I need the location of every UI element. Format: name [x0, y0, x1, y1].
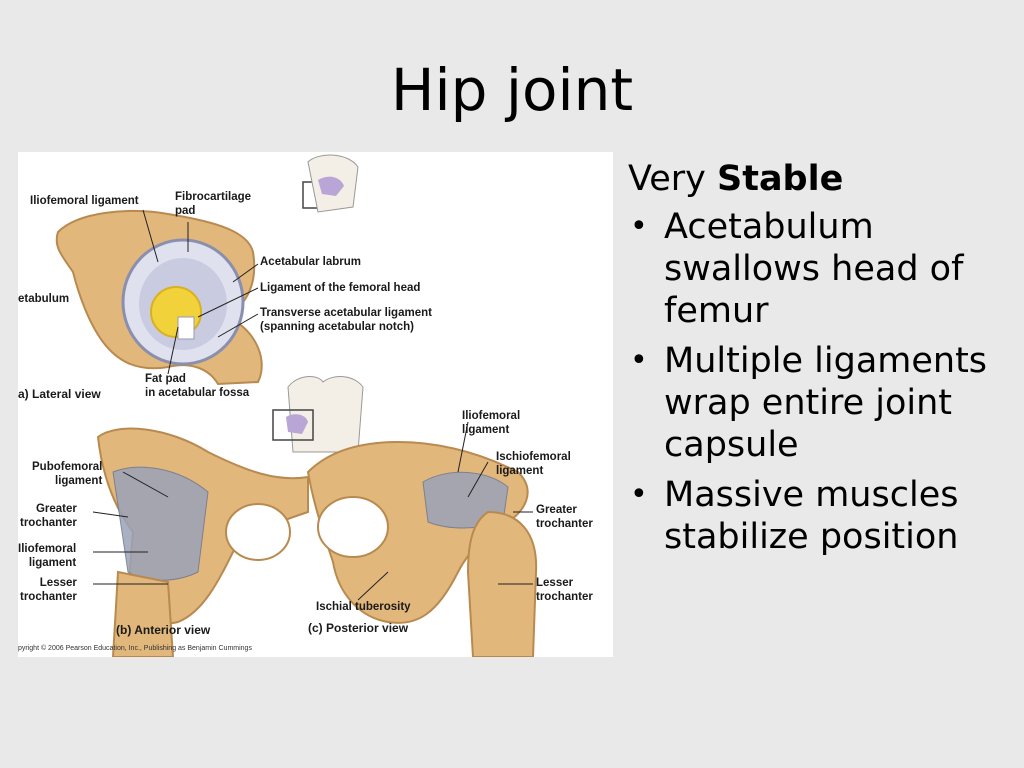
label-fibrocartilage-pad: Fibrocartilage pad: [175, 191, 252, 217]
label-lesser-trochanter-c: Lesser trochanter: [536, 577, 593, 603]
label-iliofemoral-ligament-b: Iliofemoral ligament: [18, 543, 77, 569]
label-iliofemoral-ligament-c: Iliofemoral ligament: [462, 410, 521, 436]
copyright-notice: pyright © 2006 Pearson Education, Inc., …: [18, 645, 252, 652]
bullet-item: • Massive muscles stabilize position: [628, 474, 1018, 558]
caption-lateral-view: a) Lateral view: [18, 387, 101, 401]
bullet-list: • Acetabulum swallows head of femur • Mult…: [628, 206, 1018, 558]
text-panel: Very Stable • Acetabulum swallows head of…: [628, 158, 1018, 566]
anatomy-illustration: [55, 154, 538, 657]
label-transverse-acetabular-ligament: Transverse acetabular ligament (spanning…: [260, 307, 432, 333]
inset-highlight-a: [318, 176, 344, 196]
bullet-dot-icon: •: [630, 343, 648, 378]
inset-pelvis-bc: [287, 376, 364, 453]
ligament-femoral-head: [177, 316, 195, 340]
leader-lines: [92, 209, 533, 601]
label-acetabulum: etabulum: [18, 293, 70, 305]
label-ischial-tuberosity: Ischial tuberosity: [316, 601, 411, 613]
anterior-ligaments: [112, 466, 209, 581]
inset-highlight-bc: [286, 414, 308, 434]
bullet-text: Massive muscles stabilize position: [664, 475, 959, 557]
bullet-item: • Acetabulum swallows head of femur: [628, 206, 1018, 332]
obturator-foramen-b: [225, 503, 291, 561]
hip-joint-figure: Iliofemoral ligament Fibrocartilage pad …: [18, 152, 613, 657]
bullet-dot-icon: •: [630, 477, 648, 512]
label-fat-pad: Fat pad in acetabular fossa: [145, 373, 250, 399]
inset-box-bc: [272, 409, 314, 441]
label-iliofemoral-ligament-a: Iliofemoral ligament: [30, 195, 139, 207]
caption-anterior-view: (b) Anterior view: [116, 623, 211, 637]
label-lesser-trochanter-b: Lesser trochanter: [20, 577, 77, 603]
bullet-dot-icon: •: [630, 209, 648, 244]
label-greater-trochanter-c: Greater trochanter: [536, 504, 593, 530]
label-greater-trochanter-b: Greater trochanter: [20, 503, 77, 529]
intro-prefix: Very: [628, 159, 717, 199]
label-ischiofemoral-ligament: Ischiofemoral ligament: [496, 451, 571, 477]
obturator-foramen-c: [317, 496, 389, 558]
bullet-item: • Multiple ligaments wrap entire joint ca…: [628, 340, 1018, 466]
label-ligament-femoral-head: Ligament of the femoral head: [260, 282, 421, 294]
caption-posterior-view: (c) Posterior view: [308, 621, 409, 635]
intro-line: Very Stable: [628, 158, 1018, 200]
bullet-text: Acetabulum swallows head of femur: [664, 207, 964, 331]
bullet-text: Multiple ligaments wrap entire joint cap…: [664, 341, 988, 465]
label-pubofemoral-ligament: Pubofemoral ligament: [32, 461, 103, 487]
intro-bold: Stable: [717, 159, 844, 199]
label-acetabular-labrum: Acetabular labrum: [260, 256, 361, 268]
femur-shaft-b: [111, 570, 175, 657]
slide-title: Hip joint: [390, 56, 634, 124]
